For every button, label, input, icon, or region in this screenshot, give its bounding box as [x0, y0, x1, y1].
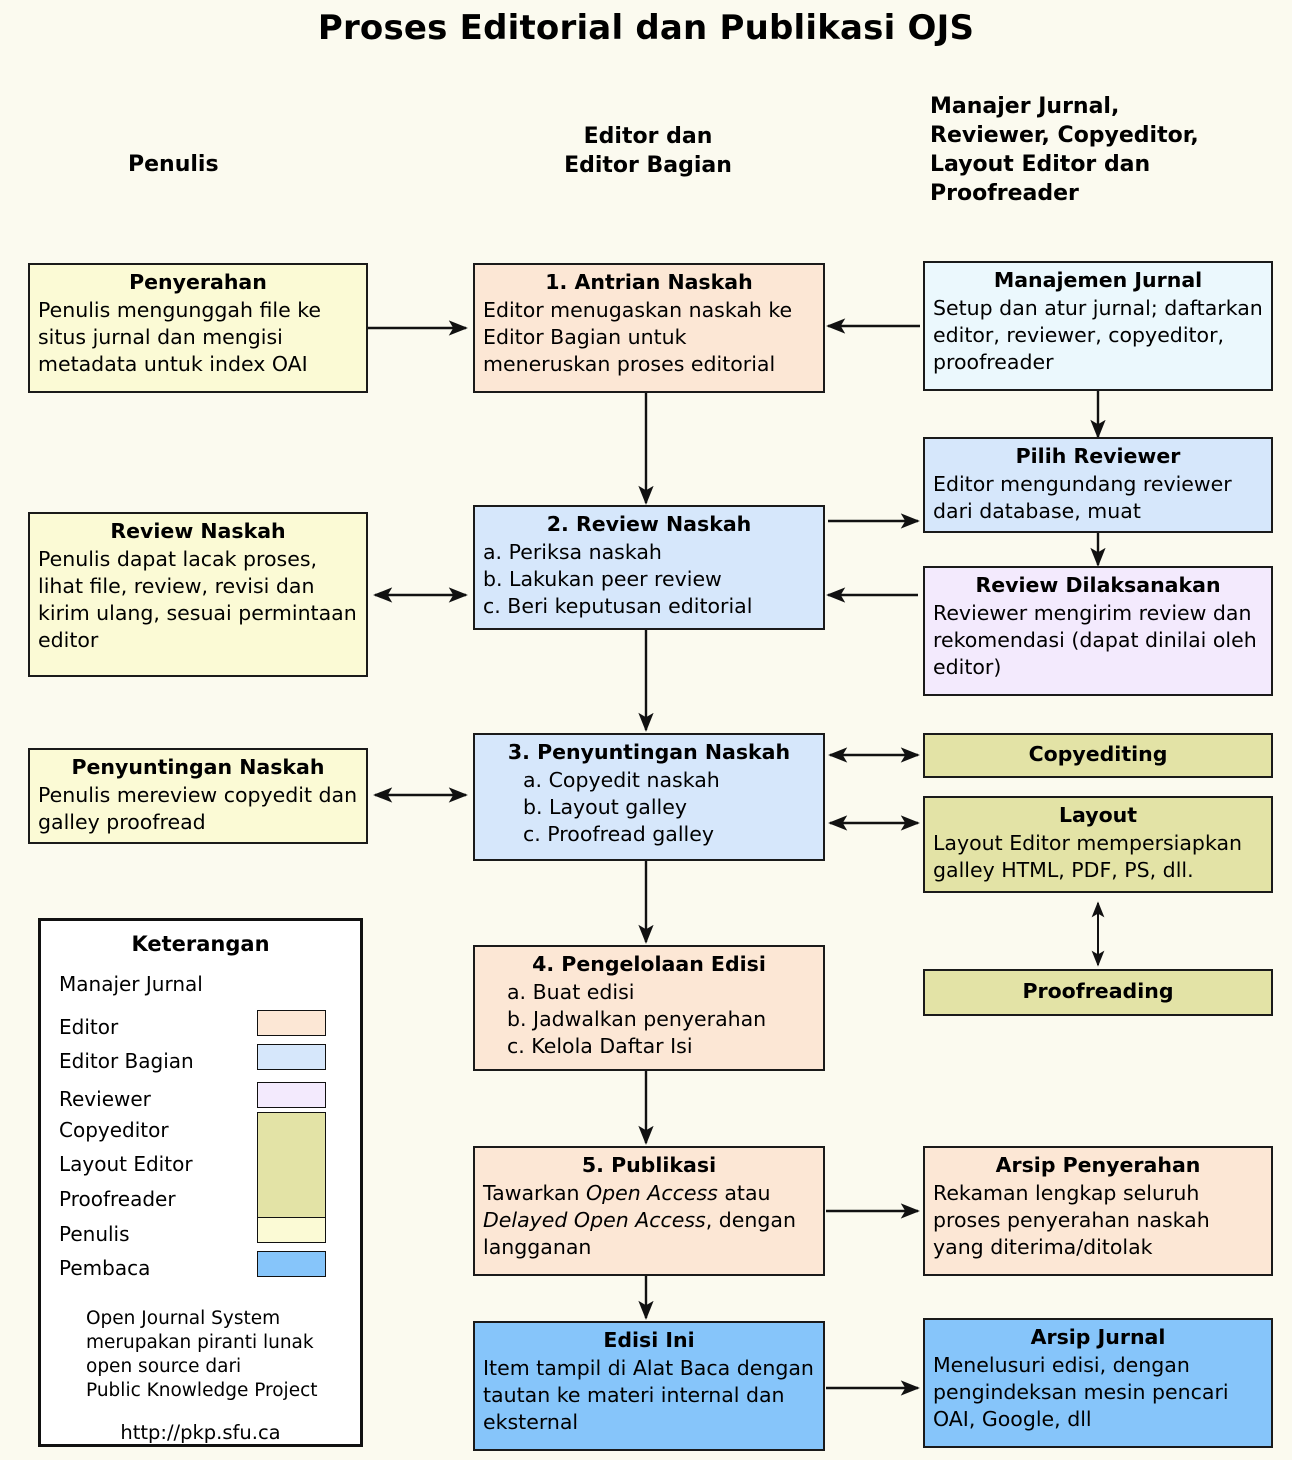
legend-url[interactable]: http://pkp.sfu.ca	[120, 1421, 281, 1444]
column-header-penulis: Penulis	[128, 152, 219, 177]
box-arsip-jurnal-body: Menelusuri edisi, dengan pengindeksan me…	[933, 1353, 1229, 1432]
box-publikasi-body-part1: Tawarkan	[483, 1181, 587, 1206]
box-layout-title: Layout	[1058, 803, 1138, 827]
box-publikasi-body-part3: , dengan langganan	[483, 1208, 796, 1260]
legend-item-reviewer: Reviewer	[59, 1087, 151, 1111]
box-pengelolaan-edisi-item-1: b. Jadwalkan penyerahan	[507, 1007, 767, 1032]
box-penyuntingan-naskah-item-1: b. Layout galley	[523, 795, 687, 820]
box-pengelolaan-edisi[interactable]: 4. Pengelolaan Edisi a. Buat edisi b. Ja…	[473, 945, 825, 1071]
column-header-others-line3: Layout Editor dan	[930, 152, 1151, 178]
legend-swatch-copyeditor-group	[257, 1112, 326, 1218]
legend-item-copyeditor: Copyeditor	[59, 1118, 169, 1142]
box-copyediting[interactable]: Copyediting	[923, 733, 1273, 778]
page-title: Proses Editorial dan Publikasi OJS	[317, 8, 975, 48]
box-review-naskah-penulis-title: Review Naskah	[110, 519, 286, 543]
box-arsip-penyerahan[interactable]: Arsip Penyerahan Rekaman lengkap seluruh…	[923, 1146, 1273, 1276]
box-arsip-penyerahan-body: Rekaman lengkap seluruh proses penyeraha…	[933, 1181, 1210, 1260]
legend-swatch-editor	[257, 1010, 326, 1036]
box-arsip-penyerahan-title: Arsip Penyerahan	[995, 1153, 1201, 1177]
box-layout-body: Layout Editor mempersiapkan galley HTML,…	[933, 831, 1243, 883]
box-proofreading[interactable]: Proofreading	[923, 969, 1273, 1016]
box-pilih-reviewer-title: Pilih Reviewer	[1015, 444, 1181, 468]
box-publikasi-title: 5. Publikasi	[581, 1153, 717, 1177]
box-edisi-ini-body: Item tampil di Alat Baca dengan tautan k…	[483, 1356, 814, 1435]
box-pilih-reviewer-body: Editor mengundang reviewer dari database…	[933, 472, 1232, 524]
box-penyuntingan-naskah-title: 3. Penyuntingan Naskah	[507, 740, 791, 764]
box-penyuntingan-naskah-penulis-title: Penyuntingan Naskah	[71, 755, 325, 779]
box-layout[interactable]: Layout Layout Editor mempersiapkan galle…	[923, 796, 1273, 893]
box-pengelolaan-edisi-title: 4. Pengelolaan Edisi	[532, 952, 766, 976]
legend-blurb-line4: Public Knowledge Project	[86, 1380, 318, 1402]
box-penyuntingan-naskah-item-2: c. Proofread galley	[523, 822, 714, 847]
box-publikasi-body-em2: Delayed Open Access	[483, 1208, 706, 1233]
box-publikasi-body-part2: atau	[717, 1181, 771, 1206]
box-review-dilaksanakan[interactable]: Review Dilaksanakan Reviewer mengirim re…	[923, 566, 1273, 696]
column-header-others: Manajer Jurnal, Reviewer, Copyeditor, La…	[930, 92, 1290, 208]
box-review-dilaksanakan-body: Reviewer mengirim review dan rekomendasi…	[933, 601, 1257, 680]
box-review-naskah-item-2: c. Beri keputusan editorial	[483, 594, 753, 619]
box-review-naskah-title: 2. Review Naskah	[546, 512, 752, 536]
box-antrian-naskah-body: Editor menugaskan naskah ke Editor Bagia…	[483, 298, 793, 377]
legend-item-editor: Editor	[59, 1015, 119, 1039]
box-antrian-naskah[interactable]: 1. Antrian Naskah Editor menugaskan nask…	[473, 263, 825, 393]
legend-swatch-penulis	[257, 1217, 326, 1243]
legend-title: Keterangan	[131, 932, 270, 956]
column-header-others-line4: Proofreader	[930, 181, 1079, 207]
box-penyuntingan-naskah[interactable]: 3. Penyuntingan Naskah a. Copyedit naska…	[473, 733, 825, 861]
box-review-naskah[interactable]: 2. Review Naskah a. Periksa naskah b. La…	[473, 505, 825, 630]
legend-item-proofreader: Proofreader	[59, 1187, 176, 1211]
box-pengelolaan-edisi-item-0: a. Buat edisi	[507, 980, 635, 1005]
box-edisi-ini[interactable]: Edisi Ini Item tampil di Alat Baca denga…	[473, 1321, 825, 1451]
legend-item-pembaca: Pembaca	[59, 1256, 151, 1280]
box-review-dilaksanakan-title: Review Dilaksanakan	[975, 573, 1221, 597]
box-arsip-jurnal[interactable]: Arsip Jurnal Menelusuri edisi, dengan pe…	[923, 1318, 1273, 1448]
legend-rows: Manajer Jurnal Editor Editor Bagian Revi…	[41, 962, 360, 1292]
box-pilih-reviewer[interactable]: Pilih Reviewer Editor mengundang reviewe…	[923, 437, 1273, 533]
box-review-naskah-penulis[interactable]: Review Naskah Penulis dapat lacak proses…	[28, 512, 368, 677]
legend-blurb: Open Journal System merupakan piranti lu…	[86, 1307, 318, 1403]
column-header-editor-line1: Editor dan	[583, 124, 713, 149]
box-penyuntingan-naskah-item-0: a. Copyedit naskah	[523, 768, 720, 793]
column-header-editor-line2: Editor Bagian	[564, 153, 732, 179]
box-manajemen-jurnal-title: Manajemen Jurnal	[993, 268, 1203, 292]
box-review-naskah-item-0: a. Periksa naskah	[483, 540, 662, 565]
box-publikasi[interactable]: 5. Publikasi Tawarkan Open Access atau D…	[473, 1146, 825, 1276]
box-publikasi-body-em1: Open Access	[586, 1181, 718, 1206]
box-publikasi-body: Tawarkan Open Access atau Delayed Open A…	[483, 1180, 815, 1261]
legend-item-manajer-jurnal: Manajer Jurnal	[59, 972, 203, 996]
legend-item-editor-bagian: Editor Bagian	[59, 1049, 194, 1073]
box-arsip-jurnal-title: Arsip Jurnal	[1030, 1325, 1166, 1349]
legend-blurb-line2: merupakan piranti lunak	[86, 1332, 314, 1354]
box-review-naskah-item-1: b. Lakukan peer review	[483, 567, 722, 592]
legend-panel: Keterangan Manajer Jurnal Editor Editor …	[38, 918, 363, 1447]
legend-item-layout-editor: Layout Editor	[59, 1152, 193, 1176]
column-header-others-line2: Reviewer, Copyeditor,	[930, 123, 1199, 149]
box-edisi-ini-title: Edisi Ini	[603, 1328, 695, 1352]
box-copyediting-title: Copyediting	[1028, 741, 1168, 766]
legend-swatch-editor-bagian	[257, 1044, 326, 1070]
box-proofreading-title: Proofreading	[1022, 978, 1174, 1003]
box-penyuntingan-naskah-penulis-body: Penulis mereview copyedit dan galley pro…	[38, 783, 358, 835]
box-review-naskah-penulis-body: Penulis dapat lacak proses, lihat file, …	[38, 547, 357, 653]
box-antrian-naskah-title: 1. Antrian Naskah	[545, 270, 753, 294]
box-penyerahan[interactable]: Penyerahan Penulis mengunggah file ke si…	[28, 263, 368, 393]
box-manajemen-jurnal-body: Setup dan atur jurnal; daftarkan editor,…	[933, 296, 1263, 375]
box-penyerahan-title: Penyerahan	[129, 270, 267, 294]
column-header-editor: Editor dan Editor Bagian	[473, 122, 823, 180]
box-penyerahan-body: Penulis mengunggah file ke situs jurnal …	[38, 298, 321, 377]
legend-item-penulis: Penulis	[59, 1222, 130, 1246]
box-manajemen-jurnal[interactable]: Manajemen Jurnal Setup dan atur jurnal; …	[923, 261, 1273, 391]
legend-blurb-line3: open source dari	[86, 1356, 242, 1378]
column-header-others-line1: Manajer Jurnal,	[930, 94, 1120, 119]
legend-swatch-reviewer	[257, 1082, 326, 1108]
box-penyuntingan-naskah-penulis[interactable]: Penyuntingan Naskah Penulis mereview cop…	[28, 748, 368, 844]
legend-swatch-pembaca	[257, 1251, 326, 1277]
box-pengelolaan-edisi-item-2: c. Kelola Daftar Isi	[507, 1034, 693, 1059]
legend-blurb-line1: Open Journal System	[86, 1308, 281, 1329]
